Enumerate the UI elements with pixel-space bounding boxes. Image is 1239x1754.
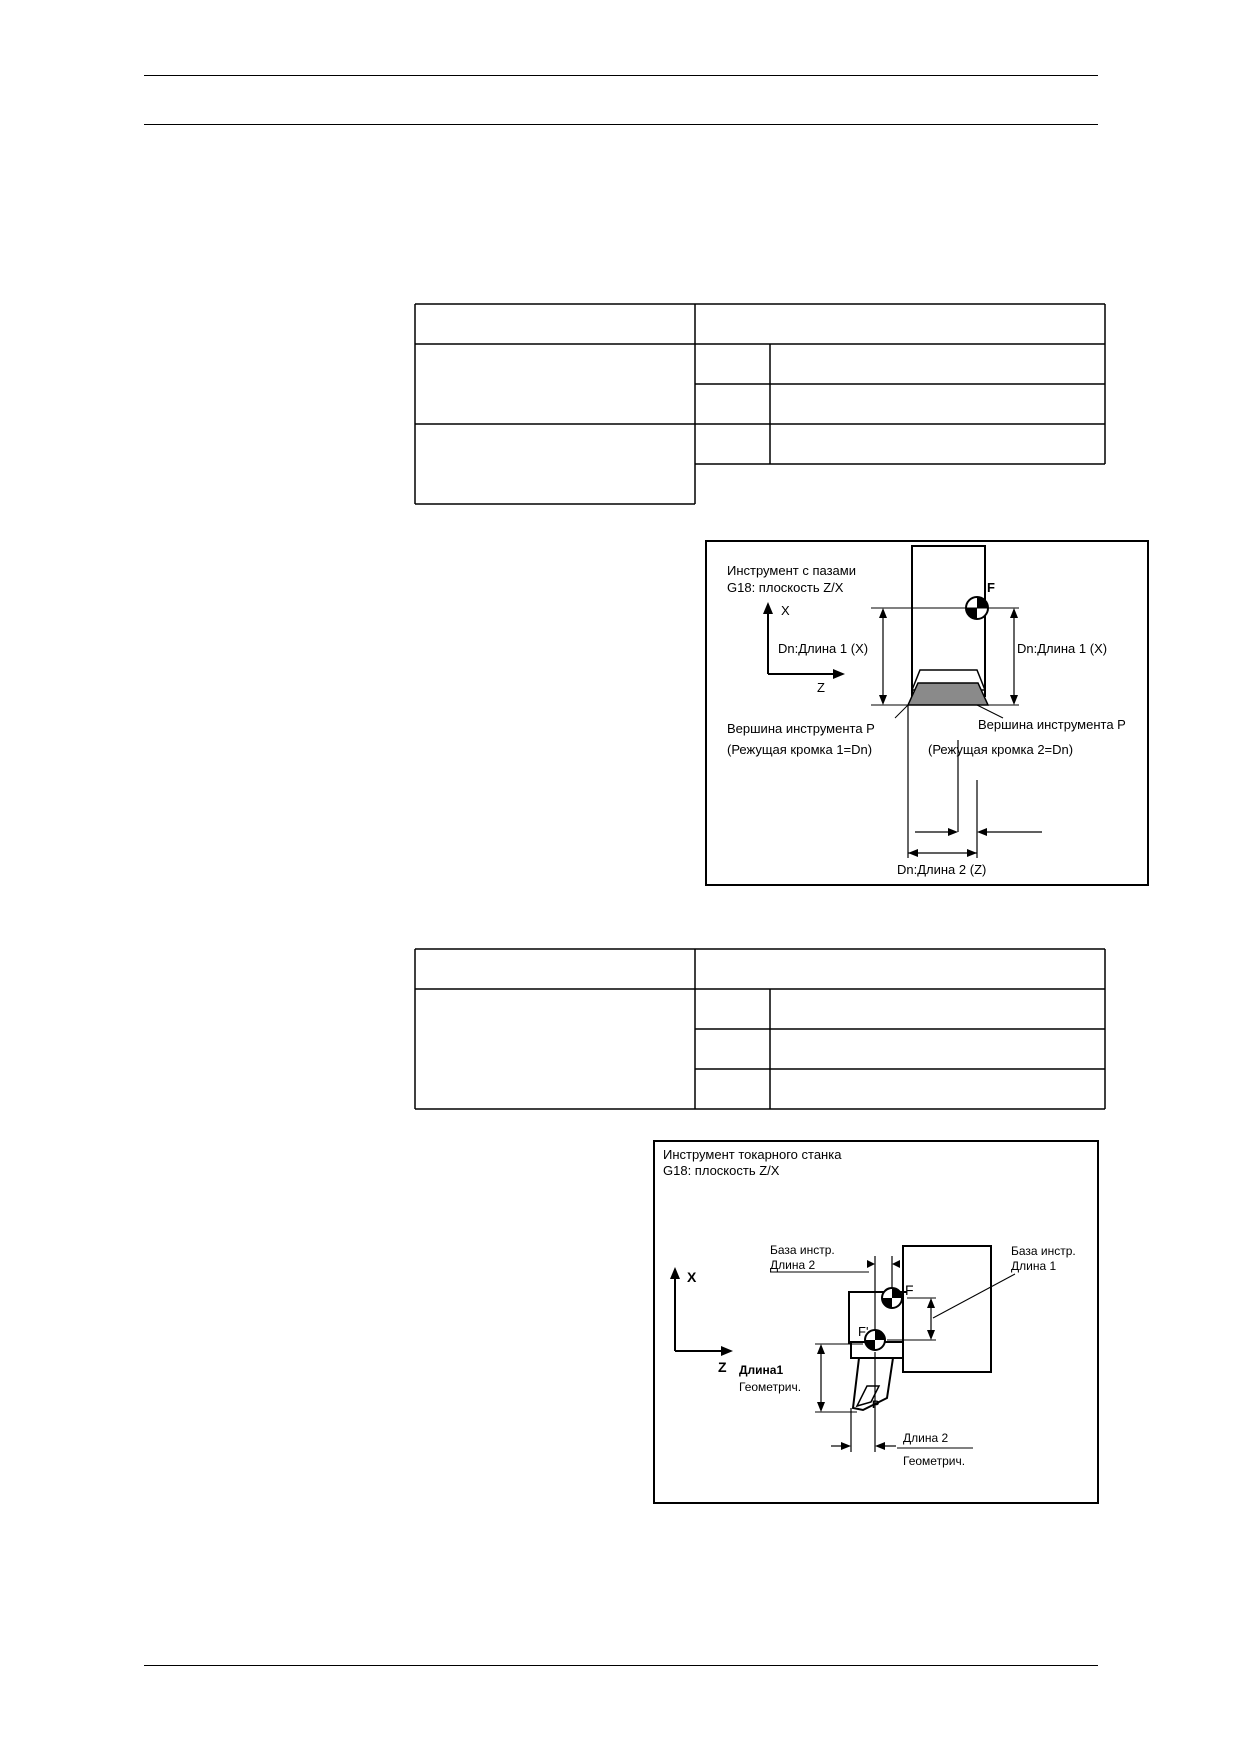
turret-body xyxy=(902,1245,992,1373)
figure1-tip-right-line1: Вершина инструмента P xyxy=(978,717,1126,732)
axes-icon xyxy=(763,602,845,679)
cutting-insert xyxy=(906,682,990,706)
figure1-title-line1: Инструмент с пазами xyxy=(727,563,856,578)
figure2-title-line2: G18: плоскость Z/X xyxy=(663,1163,780,1178)
figure2-geom-len2-line1: Длина 2 xyxy=(903,1431,948,1445)
figure2-geom-len2-line2: Геометрич. xyxy=(903,1454,965,1468)
figure2-axis-z: Z xyxy=(718,1359,727,1375)
figure1-tip-left-line1: Вершина инструмента P xyxy=(727,721,875,736)
table-1 xyxy=(414,303,1106,505)
header-rule-bottom xyxy=(144,124,1098,125)
figure2-tip-p: P xyxy=(872,1399,879,1411)
figure1-length2: Dn:Длина 2 (Z) xyxy=(897,862,986,877)
cutting-insert-icon xyxy=(855,1385,881,1408)
figure1-axis-z: Z xyxy=(817,680,825,695)
figure-frame xyxy=(653,1140,1099,1504)
figure2-geom-len1-line1: Длина1 xyxy=(739,1363,783,1377)
figure2-base-len2-line2: Длина 2 xyxy=(770,1258,815,1272)
reference-point-f-icon xyxy=(881,1287,903,1309)
figure1-length1-right: Dn:Длина 1 (X) xyxy=(1017,641,1107,656)
figure1-tip-left-line2: (Режущая кромка 1=Dn) xyxy=(727,742,872,757)
figure2-title-line1: Инструмент токарного станка xyxy=(663,1147,842,1162)
table-2 xyxy=(414,948,1106,1110)
figure1-point-f: F xyxy=(987,580,995,595)
reference-point-f-prime-icon xyxy=(864,1329,886,1351)
axes-icon xyxy=(670,1267,733,1356)
figure1-tip-right-line2: (Режущая кромка 2=Dn) xyxy=(928,742,1073,757)
figure1-length1-left: Dn:Длина 1 (X) xyxy=(778,641,868,656)
figure1-title-line2: G18: плоскость Z/X xyxy=(727,580,844,595)
figure2-point-f2: F' xyxy=(858,1324,868,1339)
figure-grooving-tool: Инструмент с пазами G18: плоскость Z/X X… xyxy=(705,540,1149,886)
figure2-axis-x: X xyxy=(687,1269,697,1285)
footer-rule xyxy=(144,1665,1098,1666)
figure2-base-len1-line1: База инстр. xyxy=(1011,1244,1076,1258)
figure1-axis-x: X xyxy=(781,603,790,618)
figure-turning-tool: Инструмент токарного станка G18: плоскос… xyxy=(653,1140,1099,1504)
figure2-base-len2-line1: База инстр. xyxy=(770,1243,835,1257)
figure2-base-len1-line2: Длина 1 xyxy=(1011,1259,1056,1273)
figure2-geom-len1-line2: Геометрич. xyxy=(739,1380,801,1394)
header-rule-top xyxy=(144,75,1098,76)
figure2-point-f: F xyxy=(905,1282,914,1298)
